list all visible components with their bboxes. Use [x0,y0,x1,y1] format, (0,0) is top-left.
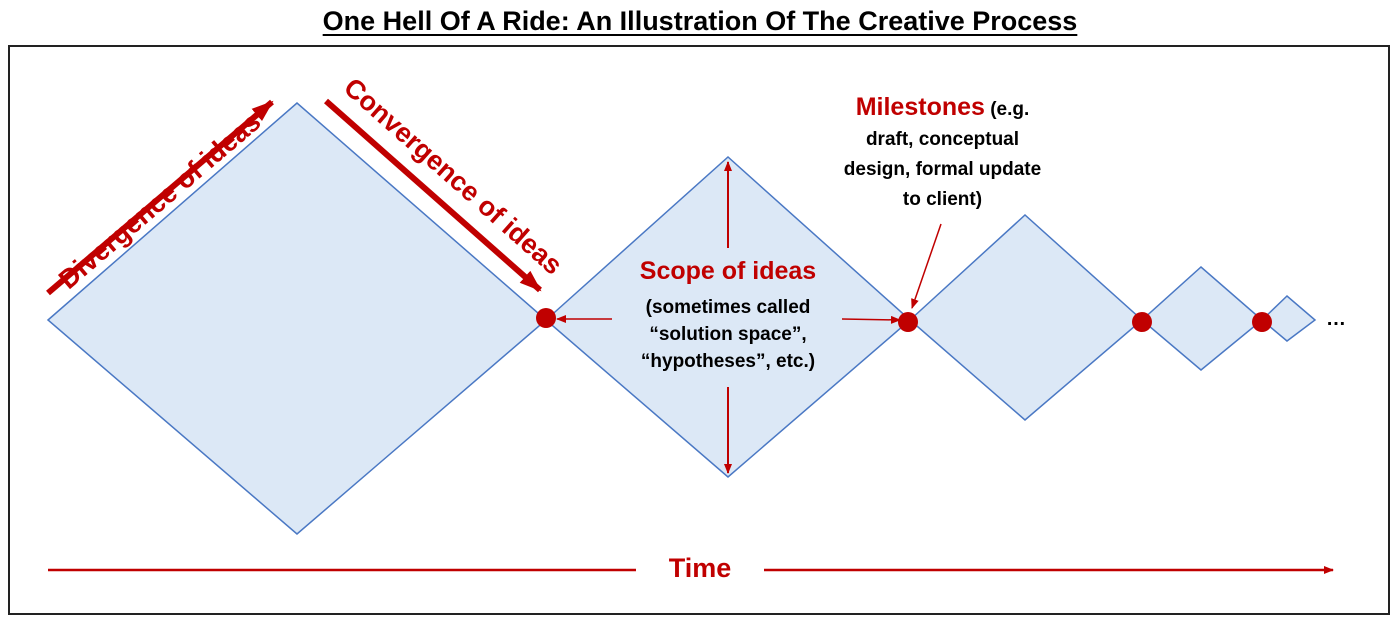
scope-line-1: (sometimes called [645,297,811,318]
diamond-5 [1260,294,1317,342]
time-label: Time [668,553,732,583]
diamond-3 [908,213,1144,421]
milestones-line-1: (e.g. [984,99,1030,120]
milestone-dot-4 [1252,312,1272,332]
milestones-pointer [911,223,942,309]
page-title: One Hell Of A Ride: An Illustration Of T… [322,6,1078,36]
scope-title: Scope of ideas [639,257,817,285]
ellipsis: … [1326,308,1346,330]
scope-arrow-right [841,315,901,324]
diamond-4 [1140,265,1264,371]
milestone-dot-2 [898,312,918,332]
scope-description: (sometimes called “solution space”, “hyp… [550,294,906,375]
milestone-dot-1 [536,308,556,328]
milestones-title: Milestones [855,93,985,121]
scope-line-3: “hypotheses”, etc.) [640,351,816,372]
milestone-dot-3 [1132,312,1152,332]
milestones-line-4: to client) [902,189,983,210]
diamond-1 [46,102,548,535]
milestones-heading-line: Milestones (e.g. [810,92,1075,125]
milestones-line-2: draft, conceptual [865,129,1020,150]
diagram-frame [8,45,1390,615]
milestones-line-3: design, formal update [843,159,1042,180]
scope-line-2: “solution space”, [649,324,807,345]
milestones-annotation: Milestones (e.g. draft, conceptual desig… [810,92,1075,215]
divergence-arrow [46,99,274,296]
convergence-arrow [324,98,542,293]
